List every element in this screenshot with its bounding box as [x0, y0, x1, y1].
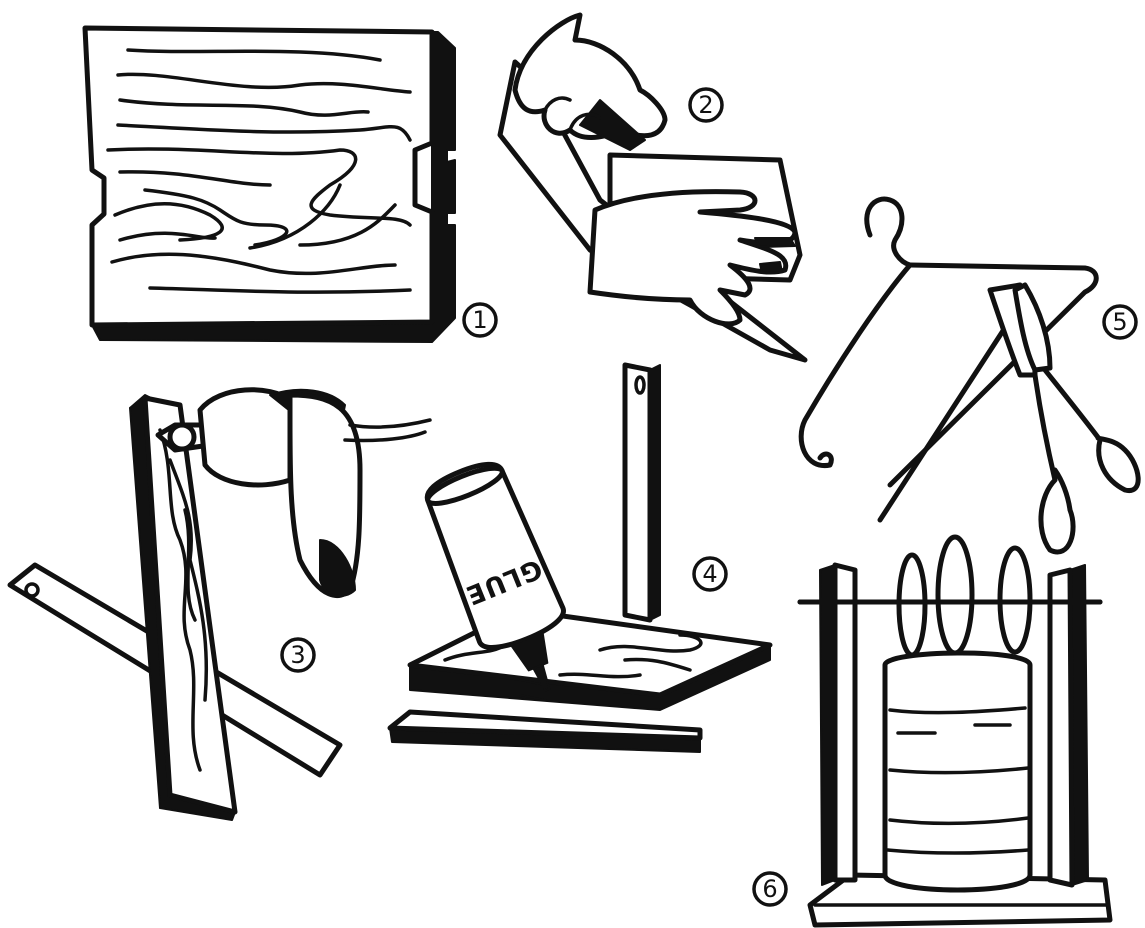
step-3-number: 3 [290, 641, 305, 669]
step-5-number: 5 [1112, 308, 1127, 336]
step-3-drilling [10, 390, 430, 820]
step-5-hanger-pliers [801, 199, 1138, 552]
step-1-board [85, 28, 455, 342]
step-2-sanding [500, 15, 805, 360]
step-6-finished-stand [800, 537, 1110, 925]
step-6-number: 6 [762, 875, 777, 903]
step-4-number: 4 [702, 560, 717, 588]
step-2-number: 2 [698, 91, 713, 119]
step-1-number: 1 [472, 306, 487, 334]
